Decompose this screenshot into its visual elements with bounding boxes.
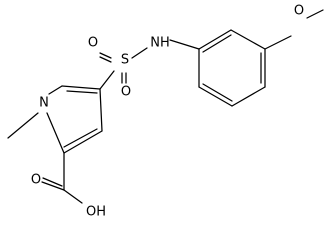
sulfur-label: S (121, 53, 129, 68)
methoxyphenyl-ring (198, 29, 266, 107)
carboxylic-acid-group (41, 152, 83, 204)
molecule-diagram: O NH S O O N O OH (7, 4, 324, 220)
nh-label: NH (150, 36, 170, 51)
sulfonyl-oxygen-left-label: O (88, 36, 98, 51)
methoxy-oxygen-label: O (294, 4, 304, 19)
acid-carbonyl-oxygen-label: O (31, 173, 41, 188)
pyrrole-nitrogen-label: N (39, 96, 49, 111)
acid-hydroxyl-label: OH (86, 205, 106, 220)
methoxy-group (264, 9, 324, 50)
sulfonyl-group (99, 52, 127, 90)
sulfonyl-oxygen-bottom-label: O (121, 85, 131, 100)
nh-linker (131, 39, 200, 59)
pyrrole-ring (46, 85, 103, 154)
structure-canvas: O NH S O O N O OH (7, 4, 324, 220)
n-methyl-group (7, 112, 39, 139)
